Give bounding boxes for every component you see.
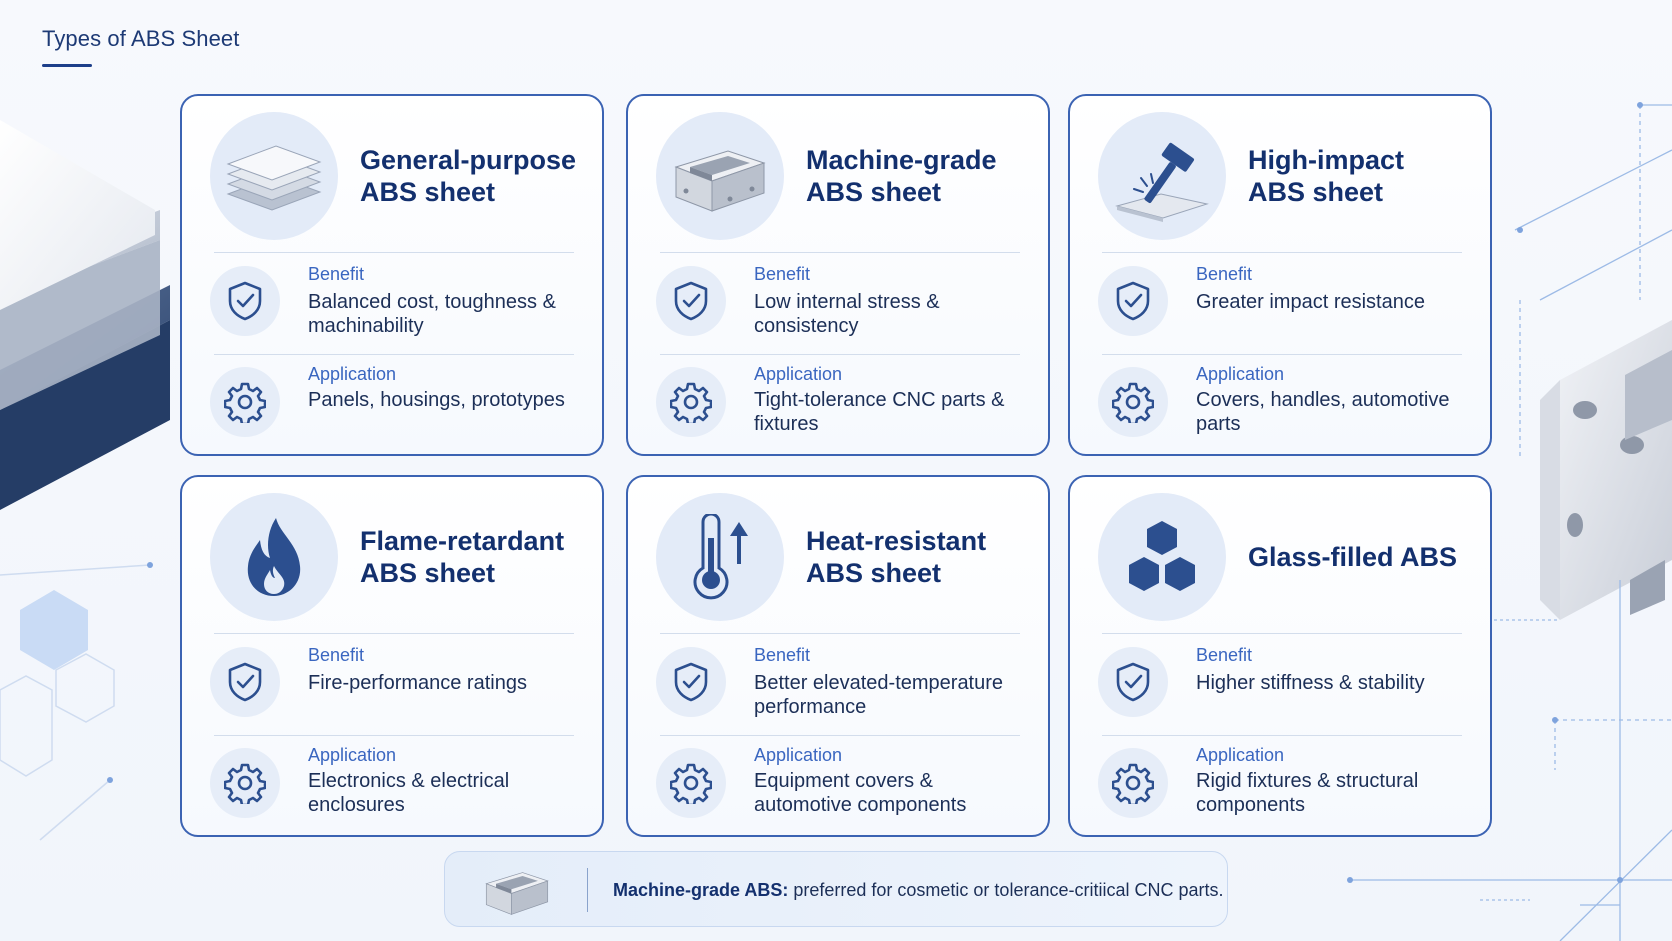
- hexagon-cluster-icon: [1098, 493, 1226, 621]
- gear-icon: [1098, 748, 1168, 818]
- application-value: Covers, handles, automotive parts: [1196, 389, 1450, 435]
- shield-check-icon: [210, 266, 280, 336]
- left-sheet-stack: [0, 120, 170, 510]
- shield-check-icon: [1098, 647, 1168, 717]
- stacked-sheets-icon: [210, 112, 338, 240]
- card-high-impact: High-impact ABS sheet Benefit Greater im…: [1068, 94, 1492, 456]
- application-label: Application: [1196, 364, 1285, 384]
- application-label: Application: [754, 745, 843, 765]
- machined-block-icon: [656, 112, 784, 240]
- left-hexagon-pattern: [0, 564, 151, 841]
- card-title: Machine-grade ABS sheet: [806, 145, 997, 207]
- thermometer-icon: [656, 493, 784, 621]
- divider: [660, 354, 1020, 355]
- benefit-label: Benefit: [1196, 264, 1253, 284]
- gear-icon: [656, 748, 726, 818]
- divider: [1102, 252, 1462, 253]
- divider: [660, 735, 1020, 736]
- shield-check-icon: [210, 647, 280, 717]
- application-value: Panels, housings, prototypes: [308, 389, 565, 411]
- title-underline: [42, 64, 92, 67]
- hammer-impact-icon: [1098, 112, 1226, 240]
- benefit-value: Low internal stress & consistency: [754, 291, 940, 337]
- card-machine-grade: Machine-grade ABS sheet Benefit Low inte…: [626, 94, 1050, 456]
- application-label: Application: [1196, 745, 1285, 765]
- benefit-value: Higher stiffness & stability: [1196, 672, 1425, 694]
- shield-check-icon: [656, 647, 726, 717]
- shield-check-icon: [1098, 266, 1168, 336]
- application-label: Application: [308, 364, 397, 384]
- footer-banner: Machine-grade ABS: preferred for cosmeti…: [444, 851, 1228, 927]
- machined-block-icon: [479, 860, 555, 925]
- footer-separator: [587, 868, 588, 912]
- shield-check-icon: [656, 266, 726, 336]
- divider: [214, 735, 574, 736]
- card-title: High-impact ABS sheet: [1248, 145, 1405, 207]
- gear-icon: [656, 367, 726, 437]
- footer-note: preferred for cosmetic or tolerance-crit…: [793, 879, 1224, 900]
- application-value: Tight-tolerance CNC parts & fixtures: [754, 389, 1005, 435]
- card-title: Heat-resistant ABS sheet: [806, 526, 987, 588]
- card-heat-resistant: Heat-resistant ABS sheet Benefit Better …: [626, 475, 1050, 837]
- card-title: General-purpose ABS sheet: [360, 145, 577, 207]
- benefit-value: Balanced cost, toughness & machinability: [308, 291, 556, 337]
- footer-highlight: Machine-grade ABS:: [613, 879, 789, 900]
- card-flame-retardant: Flame-retardant ABS sheet Benefit Fire-p…: [180, 475, 604, 837]
- divider: [1102, 735, 1462, 736]
- benefit-label: Benefit: [1196, 645, 1253, 665]
- benefit-value: Greater impact resistance: [1196, 291, 1425, 313]
- card-title: Glass-filled ABS: [1248, 542, 1458, 572]
- right-machined-block: [1540, 320, 1672, 620]
- divider: [214, 354, 574, 355]
- gear-icon: [1098, 367, 1168, 437]
- application-label: Application: [754, 364, 843, 384]
- card-glass-filled: Glass-filled ABS Benefit Higher stiffnes…: [1068, 475, 1492, 837]
- benefit-value: Fire-performance ratings: [308, 672, 527, 694]
- application-label: Application: [308, 745, 397, 765]
- divider: [1102, 354, 1462, 355]
- application-value: Equipment covers & automotive components: [754, 770, 967, 816]
- divider: [660, 252, 1020, 253]
- application-value: Electronics & electrical enclosures: [308, 770, 510, 816]
- flame-icon: [210, 493, 338, 621]
- benefit-value: Better elevated-temperature performance: [754, 672, 1004, 718]
- gear-icon: [210, 748, 280, 818]
- page-title: Types of ABS Sheet: [42, 26, 240, 51]
- card-general-purpose: General-purpose ABS sheet Benefit Balanc…: [180, 94, 604, 456]
- divider: [1102, 633, 1462, 634]
- footer-text: Machine-grade ABS: preferred for cosmeti…: [613, 852, 1224, 928]
- gear-icon: [210, 367, 280, 437]
- benefit-label: Benefit: [754, 645, 811, 665]
- benefit-label: Benefit: [308, 645, 365, 665]
- divider: [660, 633, 1020, 634]
- card-title: Flame-retardant ABS sheet: [360, 526, 565, 588]
- divider: [214, 633, 574, 634]
- benefit-label: Benefit: [754, 264, 811, 284]
- divider: [214, 252, 574, 253]
- benefit-label: Benefit: [308, 264, 365, 284]
- application-value: Rigid fixtures & structural components: [1196, 770, 1419, 816]
